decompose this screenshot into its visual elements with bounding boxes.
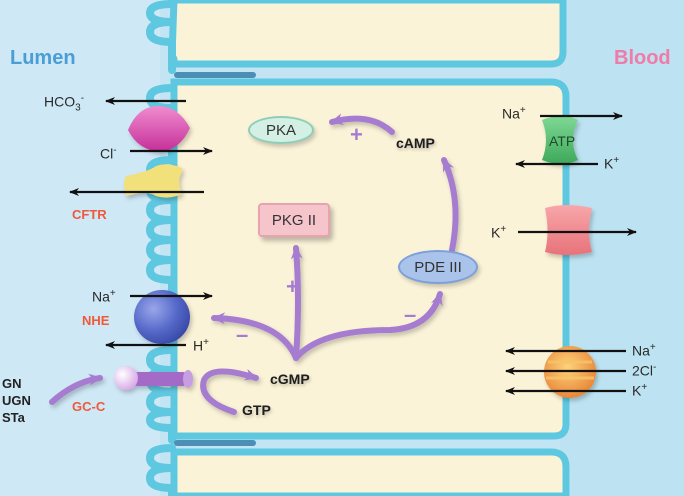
na-k-atpase-pump [542, 116, 578, 164]
lumen-region [0, 0, 160, 496]
nkcc-cl-base: 2Cl [632, 362, 654, 379]
pump-na-label: Na+ [502, 106, 526, 121]
cgmp-label: cGMP [270, 371, 310, 387]
pde-inhibition-sign: – [404, 302, 417, 327]
hco3-sup: - [80, 93, 85, 104]
nkcc-k-base: K [632, 382, 642, 399]
cgmp-inhibit-nhe-arrow [211, 312, 299, 361]
nhe-inhibition-sign: – [236, 322, 249, 347]
lower-cell [170, 448, 570, 496]
cgmp-inhibit-pde-arrow [293, 291, 443, 361]
nkcc-cl-label: 2Cl- [632, 363, 656, 378]
nkcc-k-sup: + [641, 382, 648, 393]
nhe-label: NHE [82, 313, 110, 328]
nkcc-stripes [546, 360, 594, 380]
tight-junction-top [174, 72, 256, 78]
ligand-sta: STa [2, 410, 25, 425]
upper-cell [168, 0, 567, 68]
ligand-list: GN UGN STa [2, 375, 31, 426]
ligand-ugn: UGN [2, 393, 31, 408]
na-sup: + [109, 288, 116, 299]
cftr-label: CFTR [72, 207, 107, 222]
pka-node: PKA [248, 116, 314, 144]
atp-label: ATP [549, 133, 576, 149]
nkcc-na-base: Na [632, 342, 650, 359]
hco3-label: HCO3- [44, 94, 84, 113]
blood-label: Blood [614, 47, 671, 69]
anion-exchanger-protein [128, 106, 190, 152]
k-channel-base: K [491, 224, 501, 241]
nkcc-k-label: K+ [632, 383, 647, 398]
gtp-to-cgmp-arrow [200, 368, 259, 415]
cl-base: Cl [100, 145, 114, 162]
hco3-sub: 3 [75, 102, 81, 114]
pde-to-camp-arrow [441, 157, 459, 253]
signal-arrows [49, 113, 459, 415]
cl-sup: - [113, 145, 117, 156]
camp-to-pka-arrow [329, 113, 395, 135]
pkg2-node: PKG II [258, 203, 330, 237]
gtp-label: GTP [242, 402, 271, 418]
na-label: Na+ [92, 289, 116, 304]
h-sup: + [203, 337, 209, 348]
k-channel-protein [545, 205, 592, 255]
pkg-activation-sign: + [286, 274, 299, 299]
pump-na-base: Na [502, 105, 520, 122]
gcc-receptor [114, 366, 193, 390]
main-cell [170, 78, 570, 440]
k-channel-label: K+ [491, 225, 506, 240]
pde3-node: PDE III [398, 250, 478, 284]
lumen-label: Lumen [10, 47, 76, 69]
pump-k-base: K [604, 155, 614, 172]
hco3-base: HCO [44, 93, 76, 110]
h-base: H [193, 337, 204, 354]
nkcc-na-label: Na+ [632, 343, 656, 358]
ligand-binding-arrow [49, 373, 103, 405]
nkcc-cl-sup: - [653, 362, 657, 373]
pka-activation-sign: + [350, 122, 363, 147]
nkcc-na-sup: + [649, 342, 656, 353]
pump-na-sup: + [519, 105, 526, 116]
ligand-gn: GN [2, 376, 22, 391]
cftr-protein [124, 164, 182, 198]
cl-label: Cl- [100, 146, 117, 161]
na-base: Na [92, 288, 110, 305]
h-label: H+ [193, 338, 209, 353]
pump-k-label: K+ [604, 156, 619, 171]
nhe-protein [134, 290, 190, 344]
ion-arrows [69, 97, 637, 395]
tight-junction-bottom [174, 440, 256, 446]
cgmp-to-pkg-arrow [290, 245, 303, 361]
gcc-label: GC-C [72, 399, 106, 414]
camp-label: cAMP [396, 135, 435, 151]
pump-k-sup: + [613, 155, 620, 166]
k-channel-sup: + [500, 224, 507, 235]
